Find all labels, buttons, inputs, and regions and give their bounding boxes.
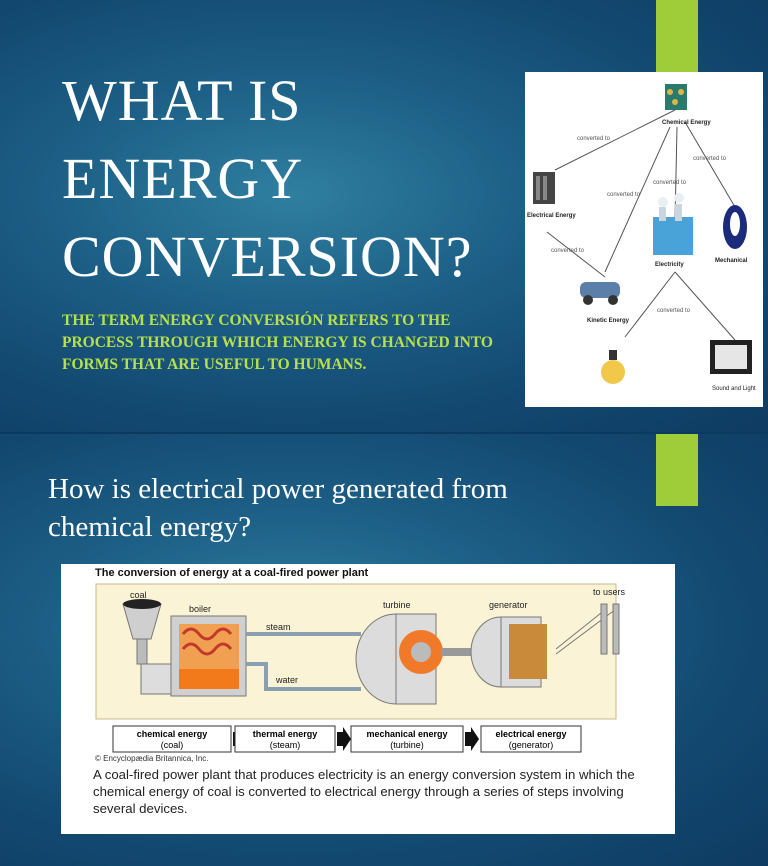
edge-label: converted to	[657, 308, 691, 314]
accent-bar	[656, 0, 698, 72]
energy-stage: thermal energy (steam)	[234, 725, 336, 753]
label-generator: generator	[489, 600, 528, 610]
label-electrical: Electrical Energy	[527, 213, 576, 219]
accent-bar	[656, 434, 698, 506]
svg-text:(coal): (coal)	[161, 740, 184, 750]
figure-caption: A coal-fired power plant that produces e…	[93, 767, 635, 816]
label-kinetic: Kinetic Energy	[587, 318, 630, 324]
label-turbine: turbine	[383, 600, 411, 610]
slide-energy-conversion: WHAT IS ENERGY CONVERSION? THE TERM ENER…	[0, 0, 768, 432]
chemical-energy-icon	[665, 84, 687, 110]
label-water: water	[275, 675, 298, 685]
energy-conversion-diagram: Chemical Energy Electrical Energy Electr…	[525, 72, 763, 407]
battery-icon	[533, 172, 555, 204]
svg-text:(turbine): (turbine)	[390, 740, 424, 750]
title-line-3: CONVERSION?	[62, 224, 473, 289]
edge-label: converted to	[653, 180, 687, 186]
label-coal: coal	[130, 590, 147, 600]
television-icon	[710, 340, 752, 374]
figure-credit: © Encyclopædia Britannica, Inc.	[95, 754, 209, 763]
slide-electrical-power: How is electrical power generated from c…	[0, 434, 768, 866]
svg-text:(steam): (steam)	[270, 740, 301, 750]
svg-text:thermal energy: thermal energy	[253, 729, 318, 739]
car-icon	[580, 282, 620, 305]
slide-title: WHAT IS ENERGY CONVERSION?	[62, 62, 473, 296]
boiler-icon	[170, 615, 247, 697]
label-chemical: Chemical Energy	[662, 120, 711, 126]
turbine-icon	[355, 613, 443, 705]
energy-stage: chemical energy (coal)	[112, 725, 232, 753]
edge-label: converted to	[693, 156, 727, 162]
turbine-shaft	[441, 648, 471, 656]
figure-title: The conversion of energy at a coal-fired…	[95, 567, 369, 579]
plant-diagram: coal boiler steam water turbine generato…	[95, 583, 626, 753]
edge-label: converted to	[551, 248, 585, 254]
label-to-users: to users	[593, 587, 626, 597]
title-line-1: WHAT IS	[62, 68, 302, 133]
svg-text:electrical energy: electrical energy	[495, 729, 566, 739]
generator-icon	[470, 616, 547, 688]
svg-text:mechanical energy: mechanical energy	[366, 729, 447, 739]
power-lines-icon	[555, 603, 620, 655]
label-steam: steam	[266, 622, 291, 632]
label-boiler: boiler	[189, 604, 211, 614]
arrow-icon	[337, 727, 351, 751]
coal-power-plant-figure: The conversion of energy at a coal-fired…	[61, 564, 675, 834]
water-pipe	[246, 662, 361, 691]
svg-text:chemical energy: chemical energy	[137, 729, 208, 739]
energy-stage: mechanical energy (turbine)	[350, 725, 464, 753]
title-line-2: ENERGY	[62, 146, 304, 211]
label-electricity: Electricity	[655, 262, 684, 268]
energy-stage: electrical energy (generator)	[480, 725, 582, 753]
rocket-icon	[723, 205, 747, 249]
label-mechanical: Mechanical	[715, 258, 748, 264]
edge-label: converted to	[607, 192, 641, 198]
slide-subtitle: THE TERM ENERGY CONVERSIÓN REFERS TO THE…	[62, 312, 493, 373]
slide-title: How is electrical power generated from c…	[48, 473, 508, 543]
svg-text:(generator): (generator)	[509, 740, 554, 750]
arrow-icon	[465, 727, 479, 751]
power-plant-icon	[653, 193, 693, 255]
edge-label: converted to	[577, 136, 611, 142]
light-bulb-icon	[601, 350, 625, 384]
diagram-svg: Chemical Energy Electrical Energy Electr…	[527, 84, 756, 392]
label-sound: Sound and Light	[712, 386, 756, 392]
